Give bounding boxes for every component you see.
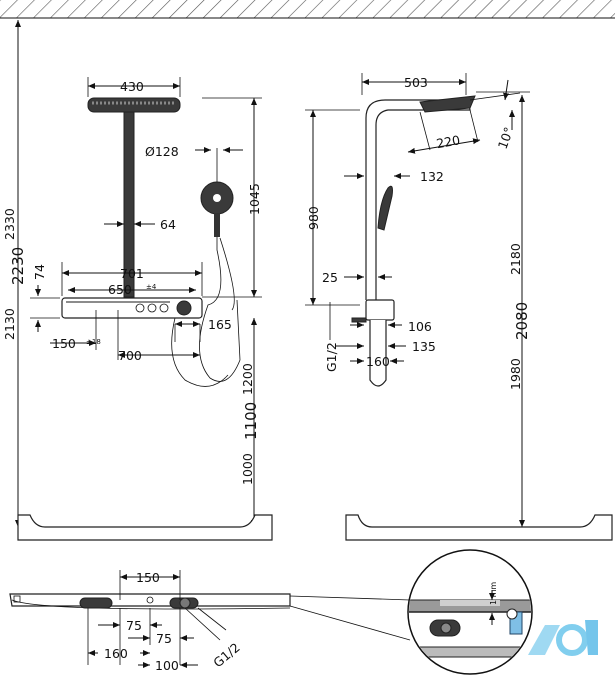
label-25: 25 (322, 270, 338, 285)
side-hose-loop (369, 320, 387, 387)
label-503: 503 (404, 75, 428, 90)
label-430: 430 (120, 79, 144, 94)
label-135: 135 (412, 339, 436, 354)
label-64: 64 (160, 217, 176, 232)
hand-shower-grip (214, 213, 220, 237)
label-150: 150 (52, 336, 76, 351)
shower-tray-side (345, 514, 613, 541)
thermostat-knob (176, 300, 192, 316)
ceiling (0, 0, 615, 19)
bottom-view: 150 75 75 160 100 G1/2 (9, 570, 411, 673)
label-bottom-100: 100 (155, 658, 179, 673)
label-650-tol: ±4 (146, 283, 157, 291)
label-2330: 2330 (2, 208, 17, 240)
label-bottom-160: 160 (104, 646, 128, 661)
side-head (419, 95, 476, 113)
watermark-logo (528, 620, 598, 656)
label-bottom-150: 150 (136, 570, 160, 585)
label-106: 106 (408, 319, 432, 334)
label-2180: 2180 (508, 243, 523, 275)
shower-hose (199, 237, 241, 382)
label-1100: 1100 (242, 402, 260, 440)
label-2130: 2130 (2, 308, 17, 340)
label-150-tol: ±18 (86, 338, 101, 346)
label-g12-side: G1/2 (324, 342, 339, 372)
shower-pipe (123, 111, 135, 298)
label-132: 132 (420, 169, 444, 184)
label-165: 165 (208, 317, 232, 332)
label-1980: 1980 (508, 358, 523, 390)
label-701: 701 (120, 266, 144, 281)
side-hand-shower (377, 185, 393, 231)
bottom-outlet-left (79, 597, 113, 609)
dim-2330: 2330 2230 2130 (2, 20, 27, 527)
label-2080: 2080 (513, 302, 531, 340)
detail-view: 1 mm (407, 549, 533, 675)
side-pipe (365, 99, 471, 300)
label-1mm: 1 mm (489, 582, 498, 605)
side-thermostat (365, 299, 395, 321)
label-1045: 1045 (247, 183, 262, 215)
thermostat-bar (61, 297, 203, 319)
front-view: 430 64 Ø128 701 650 ±4 (17, 77, 273, 541)
bar-underside (9, 593, 291, 607)
label-220: 220 (435, 132, 461, 151)
label-10deg: 10° (495, 125, 517, 151)
overhead-shower-head (87, 97, 181, 113)
label-700: 700 (118, 348, 142, 363)
label-74: 74 (32, 264, 47, 280)
label-2230: 2230 (9, 247, 27, 285)
label-bottom-75a: 75 (126, 618, 142, 633)
label-g12-bottom: G1/2 (210, 640, 242, 671)
label-1000: 1000 (240, 453, 255, 485)
label-d128: Ø128 (145, 144, 179, 159)
label-1200: 1200 (240, 363, 255, 395)
label-980: 980 (306, 206, 321, 230)
label-bottom-75b: 75 (156, 631, 172, 646)
label-160: 160 (366, 354, 390, 369)
label-650: 650 (108, 282, 132, 297)
side-view: 503 220 10° 132 980 25 106 135 (305, 73, 613, 541)
shower-tray-front (17, 514, 273, 541)
